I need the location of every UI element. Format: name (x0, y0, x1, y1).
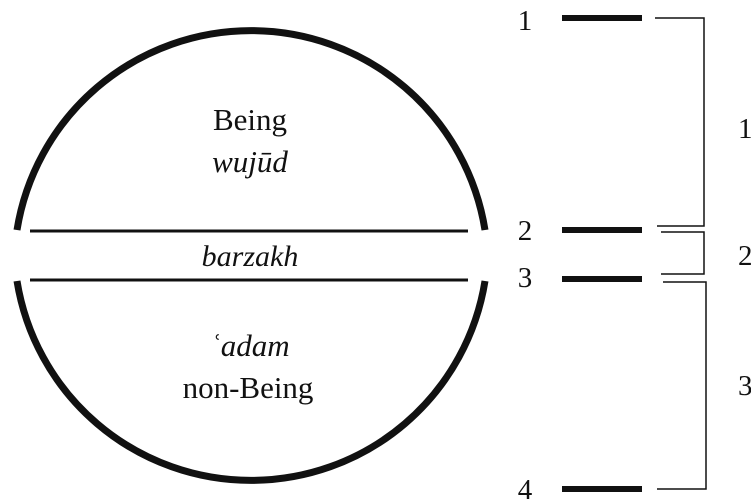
being-label: Being (213, 102, 287, 137)
adam-label: ʿadam (210, 328, 289, 363)
lower-arc (13, 280, 489, 484)
level-2-label: 2 (518, 215, 533, 247)
non-being-label: non-Being (183, 370, 314, 405)
bracket-3-label: 3 (738, 370, 751, 402)
upper-arc (13, 27, 489, 231)
bracket-1 (655, 17, 705, 227)
barzakh-label: barzakh (202, 240, 299, 273)
bracket-3 (657, 281, 707, 490)
bracket-1-label: 1 (738, 113, 751, 145)
level-1-label: 1 (518, 5, 533, 37)
bracket-2-label: 2 (738, 240, 751, 272)
level-3-label: 3 (518, 262, 533, 294)
level-4-label: 4 (518, 474, 533, 502)
wujud-label: wujūd (212, 144, 288, 179)
bracket-2 (661, 231, 705, 275)
